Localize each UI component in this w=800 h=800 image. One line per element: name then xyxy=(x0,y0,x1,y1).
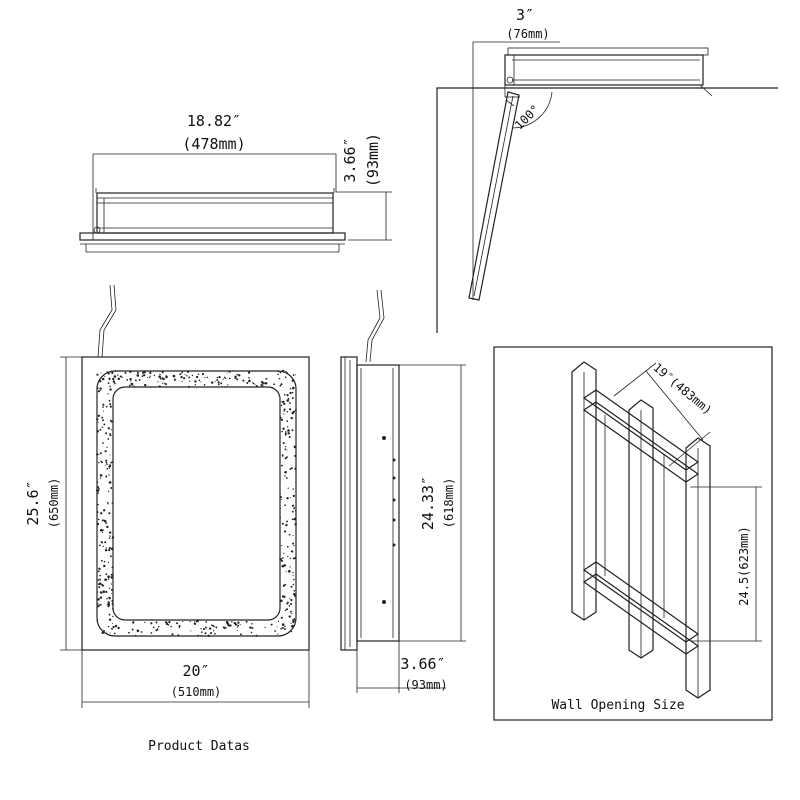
swing-depth-inch: 3″ xyxy=(516,6,534,24)
opening-width-ext-left xyxy=(613,362,657,397)
open-door xyxy=(468,91,520,301)
front-view: 25.6″ (650mm) 20″ (510mm) xyxy=(24,284,310,708)
top-cabinet-body xyxy=(79,188,346,253)
wall-studs xyxy=(571,361,711,699)
side-depth-inch: 3.66″ xyxy=(400,655,445,673)
wall-opening-frame xyxy=(493,346,773,721)
swing-cabinet-body xyxy=(504,47,713,98)
front-width-inch: 20″ xyxy=(182,662,209,680)
door-swing-view: 3″ (76mm) 100° xyxy=(436,6,778,333)
top-depth-inch: 3.66″ xyxy=(341,137,359,182)
opening-width-dimension-line xyxy=(645,370,704,441)
opening-width-label: 19″(483mm) xyxy=(650,360,714,417)
side-door xyxy=(340,356,358,651)
top-width-inch: 18.82″ xyxy=(187,112,241,130)
mirror-glass xyxy=(112,386,281,621)
swing-depth-mm: (76mm) xyxy=(506,27,549,41)
front-power-wire xyxy=(97,284,113,358)
top-depth-mm: (93mm) xyxy=(364,133,382,187)
side-depth-mm: (93mm) xyxy=(404,678,447,692)
top-view: 18.82″ (478mm) 3.66″ (93mm) xyxy=(79,112,392,253)
wall-corner xyxy=(436,87,778,333)
side-cabinet-body xyxy=(356,364,400,642)
wall-opening-panel: 19″(483mm) 24.5(623mm) Wall Opening Size xyxy=(493,346,773,721)
front-width-mm: (510mm) xyxy=(171,685,222,699)
front-height-mm: (650mm) xyxy=(47,478,61,529)
front-height-inch: 25.6″ xyxy=(24,480,42,525)
side-view: 24.33″ (618mm) 3.66″ (93mm) xyxy=(340,289,466,693)
wall-opening-title: Wall Opening Size xyxy=(551,698,684,713)
led-band-outer xyxy=(96,370,297,637)
product-datas-caption: Product Datas xyxy=(148,739,250,754)
led-band-texture xyxy=(95,369,297,637)
side-power-wire xyxy=(365,289,381,363)
opening-height-label: 24.5(623mm) xyxy=(737,526,751,605)
side-height-mm: (618mm) xyxy=(442,478,456,529)
side-height-inch: 24.33″ xyxy=(419,476,437,530)
swing-angle-arc xyxy=(511,91,553,129)
front-frame xyxy=(81,356,310,651)
top-width-mm: (478mm) xyxy=(182,135,245,153)
opening-width-ext-right xyxy=(668,431,711,467)
